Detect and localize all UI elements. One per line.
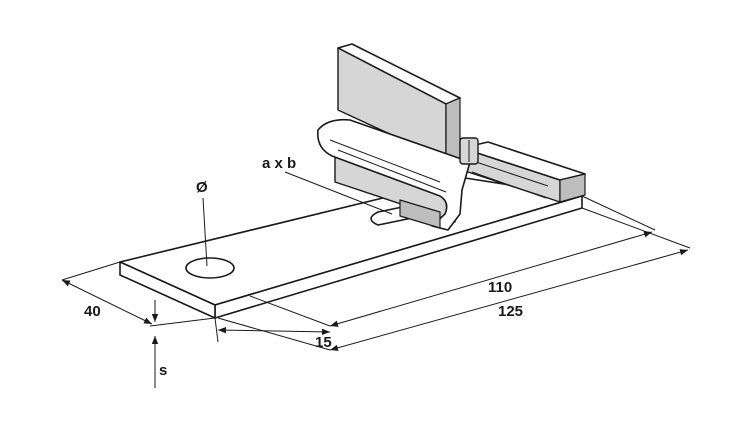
leader-diameter <box>202 197 208 267</box>
leader-slot <box>284 171 393 215</box>
label-length-inner: 110 <box>488 279 512 296</box>
label-width: 40 <box>84 303 101 320</box>
label-thickness: s <box>159 362 167 379</box>
mounting-hole <box>185 257 235 279</box>
label-offset: 15 <box>315 334 332 351</box>
label-length-total: 125 <box>498 303 523 320</box>
dim-line-15 <box>217 326 331 336</box>
holder-block <box>316 43 479 231</box>
label-diameter: Ø <box>196 179 208 196</box>
dim-line-125 <box>329 249 689 351</box>
dim-line-40 <box>61 279 153 325</box>
rail-channel <box>461 141 586 203</box>
label-slot-size: a x b <box>262 155 296 172</box>
base-plate <box>119 177 583 319</box>
